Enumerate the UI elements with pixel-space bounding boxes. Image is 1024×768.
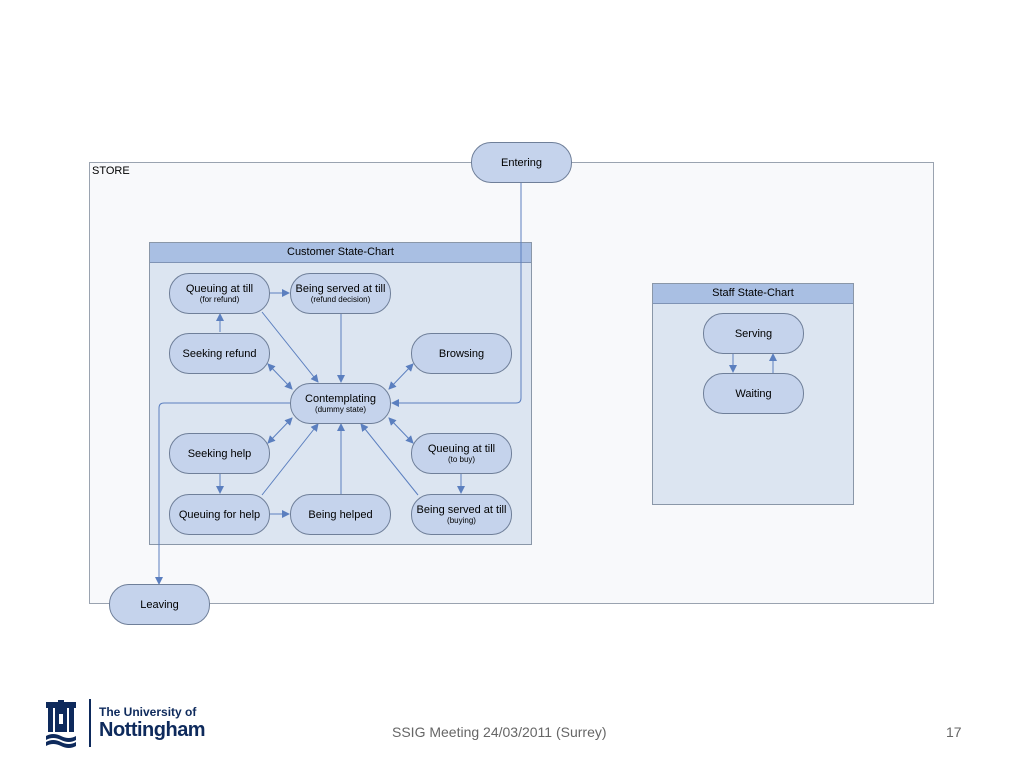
page-number: 17 xyxy=(946,724,962,740)
edge-seeking-help-contemplating xyxy=(267,417,293,444)
state-browsing: Browsing xyxy=(411,333,512,374)
state-seeking-refund: Seeking refund xyxy=(169,333,270,374)
state-sublabel: (for refund) xyxy=(199,294,240,304)
edge-contemplating-leaving xyxy=(155,402,290,585)
edge-queue-help-contemplating xyxy=(261,423,319,496)
state-queuing-help: Queuing for help xyxy=(169,494,270,535)
store-label: STORE xyxy=(92,165,130,177)
university-crest-icon xyxy=(46,700,76,748)
footer-meeting-text: SSIG Meeting 24/03/2011 (Surrey) xyxy=(392,724,607,740)
state-sublabel: (to buy) xyxy=(447,454,476,464)
state-being-helped: Being helped xyxy=(290,494,391,535)
university-name-line1: The University of xyxy=(99,705,197,719)
edge-entering-contemplating xyxy=(391,182,522,407)
state-label: Browsing xyxy=(438,347,485,360)
state-served-buy: Being served at till (buying) xyxy=(411,494,512,535)
state-seeking-help: Seeking help xyxy=(169,433,270,474)
state-waiting: Waiting xyxy=(703,373,804,414)
university-name-line2: Nottingham xyxy=(99,719,206,741)
state-label: Seeking refund xyxy=(182,347,257,360)
state-sublabel: (dummy state) xyxy=(314,404,367,414)
customer-state-chart-title: Customer State-Chart xyxy=(150,243,531,263)
state-label: Queuing at till xyxy=(427,442,496,455)
staff-state-chart-title: Staff State-Chart xyxy=(653,284,853,304)
state-label: Queuing for help xyxy=(178,508,261,521)
state-served-refund: Being served at till (refund decision) xyxy=(290,273,391,314)
state-sublabel: (refund decision) xyxy=(310,294,371,304)
edge-queue-refund-contemplating xyxy=(261,311,319,383)
state-label: Contemplating xyxy=(305,392,376,405)
state-label: Being helped xyxy=(308,508,373,521)
edge-browsing-contemplating xyxy=(388,363,414,390)
state-queuing-refund: Queuing at till (for refund) xyxy=(169,273,270,314)
state-serving: Serving xyxy=(703,313,804,354)
state-label: Waiting xyxy=(735,387,772,400)
state-label: Queuing at till xyxy=(185,282,254,295)
edge-seeking-refund-contemplating xyxy=(267,363,293,390)
entering-node: Entering xyxy=(471,142,572,183)
entering-label: Entering xyxy=(501,156,542,169)
state-sublabel: (buying) xyxy=(447,515,476,525)
logo-separator xyxy=(89,699,91,747)
state-queuing-buy: Queuing at till (to buy) xyxy=(411,433,512,474)
leaving-node: Leaving xyxy=(109,584,210,625)
state-label: Being served at till xyxy=(295,282,386,295)
state-label: Serving xyxy=(734,327,773,340)
edge-served-buy-contemplating xyxy=(360,423,419,496)
leaving-label: Leaving xyxy=(140,598,179,611)
state-label: Being served at till xyxy=(416,503,507,516)
state-label: Seeking help xyxy=(187,447,252,460)
state-contemplating: Contemplating (dummy state) xyxy=(290,383,391,424)
edge-queue-buy-contemplating xyxy=(388,417,414,444)
